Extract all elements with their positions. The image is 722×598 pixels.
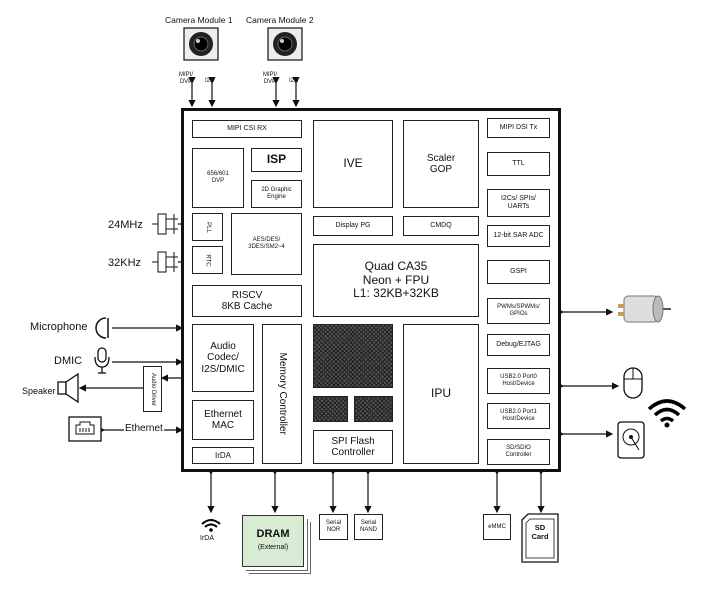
graphic-engine-block: 2D Graphic Engine [251,180,302,208]
ttl-block: TTL [487,152,550,176]
cpu-block: Quad CA35 Neon + FPU L1: 32KB+32KB [313,244,479,317]
dvp-block: 656/601 DVP [192,148,244,208]
camera-module-2-label: Camera Module 2 [246,15,314,25]
crystal-24mhz-icon [152,213,178,235]
camera-2-iface-i2c: I2C [289,78,299,84]
ipu-block: IPU [403,324,479,464]
crystal-32khz-icon [152,251,178,273]
irda-block: IrDA [192,447,254,464]
memory-block-obscured-2 [354,396,393,422]
cmdq-block: CMDQ [403,216,479,236]
dram-label: DRAM [256,528,290,540]
dmic-label: DMIC [54,355,83,367]
microphone-icon [95,317,109,339]
camera-1-iface-mipi: MIPI/ DVP [179,72,194,85]
camera-icon [183,27,219,61]
microphone-icon [94,347,110,374]
osc-32khz-label: 32KHz [108,257,142,269]
debug-ejtag-block: Debug/EJTAG [487,334,550,356]
camera-module-1-label: Camera Module 1 [165,15,233,25]
spi-flash-controller-block: SPI Flash Controller [313,430,393,464]
gpu-block-obscured [313,324,393,388]
isp-block: ISP [251,148,302,172]
camera-icon [267,27,303,61]
audio-driver-block: Audio Driver [143,366,162,412]
camera-1-iface-i2c: I2C [205,78,215,84]
pll-block: PLL [192,213,223,241]
usb-port1-block: USB2.0 Port1 Host/Device [487,403,550,429]
serial-nor-chip: Serial NOR [319,514,348,540]
speaker-label: Speaker [22,386,56,396]
memory-controller-block: Memory Controller [262,324,302,464]
display-pg-block: Display PG [313,216,393,236]
wifi-icon [647,399,687,428]
serial-nand-chip: Serial NAND [354,514,383,540]
camera-2-iface-mipi: MIPI/ DVP [263,72,278,85]
mipi-dsi-tx-block: MIPI DSI Tx [487,118,550,138]
sdio-controller-block: SD/SDIO Controller [487,439,550,465]
dram-sublabel: (External) [257,544,289,551]
riscv-block: RISCV 8KB Cache [192,285,302,317]
osc-24mhz-label: 24MHz [108,219,143,231]
usb-port0-block: USB2.0 Port0 Host/Device [487,368,550,394]
pwm-gpio-block: PWMs/SPWMs/ GPIOs [487,298,550,324]
wifi-icon [201,519,221,532]
aes-des-block: AES/DES/ 3DES/SM2~4 [231,213,302,275]
ethernet-mac-block: Ethernet MAC [192,400,254,440]
mouse-icon [623,367,643,399]
gspi-block: GSPI [487,260,550,284]
i2c-spi-uart-block: I2Cs/ SPIs/ UARTs [487,189,550,217]
rtc-block: RTC [192,246,223,274]
microphone-label: Microphone [30,321,88,333]
memory-block-obscured-1 [313,396,348,422]
motor-icon [618,295,671,323]
sar-adc-block: 12-bit SAR ADC [487,225,550,247]
sd-card-label: SD Card [531,523,549,541]
speaker-icon [57,372,79,404]
emmc-chip: eMMC [483,514,511,540]
ive-block: IVE [313,120,393,208]
dram-chip: DRAM (External) [242,515,304,567]
ethernet-label: Ethernet [124,423,164,434]
mipi-csi-rx-block: MIPI CSI RX [192,120,302,138]
ethernet-port-icon [68,416,102,442]
irda-label: IrDA [200,535,214,542]
audio-codec-block: Audio Codec/ I2S/DMIC [192,324,254,392]
scaler-gop-block: Scaler GOP [403,120,479,208]
hard-disk-icon [617,421,645,459]
sd-card-icon [521,513,559,563]
